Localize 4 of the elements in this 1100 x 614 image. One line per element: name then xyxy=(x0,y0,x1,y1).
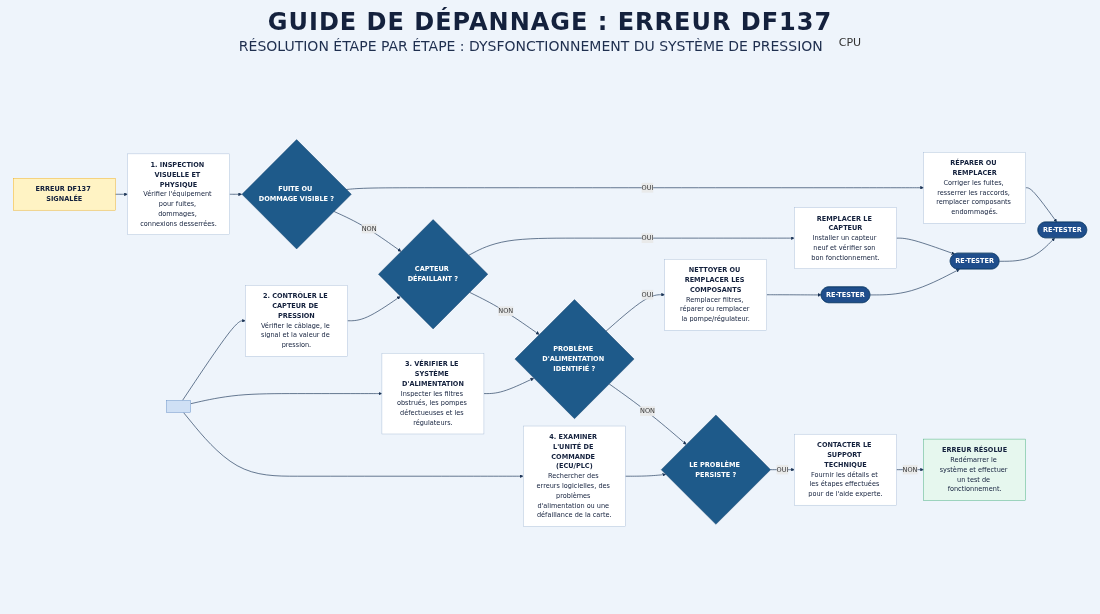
title: GUIDE DE DÉPANNAGE : ERREUR DF137 xyxy=(267,8,833,36)
chip-label: CPU xyxy=(838,36,862,51)
subtitle: RÉSOLUTION ÉTAPE PAR ÉTAPE : DYSFONCTIONNEMENT DU SYSTÈME DE PRESSION xyxy=(238,38,823,54)
node-box xyxy=(166,400,191,413)
